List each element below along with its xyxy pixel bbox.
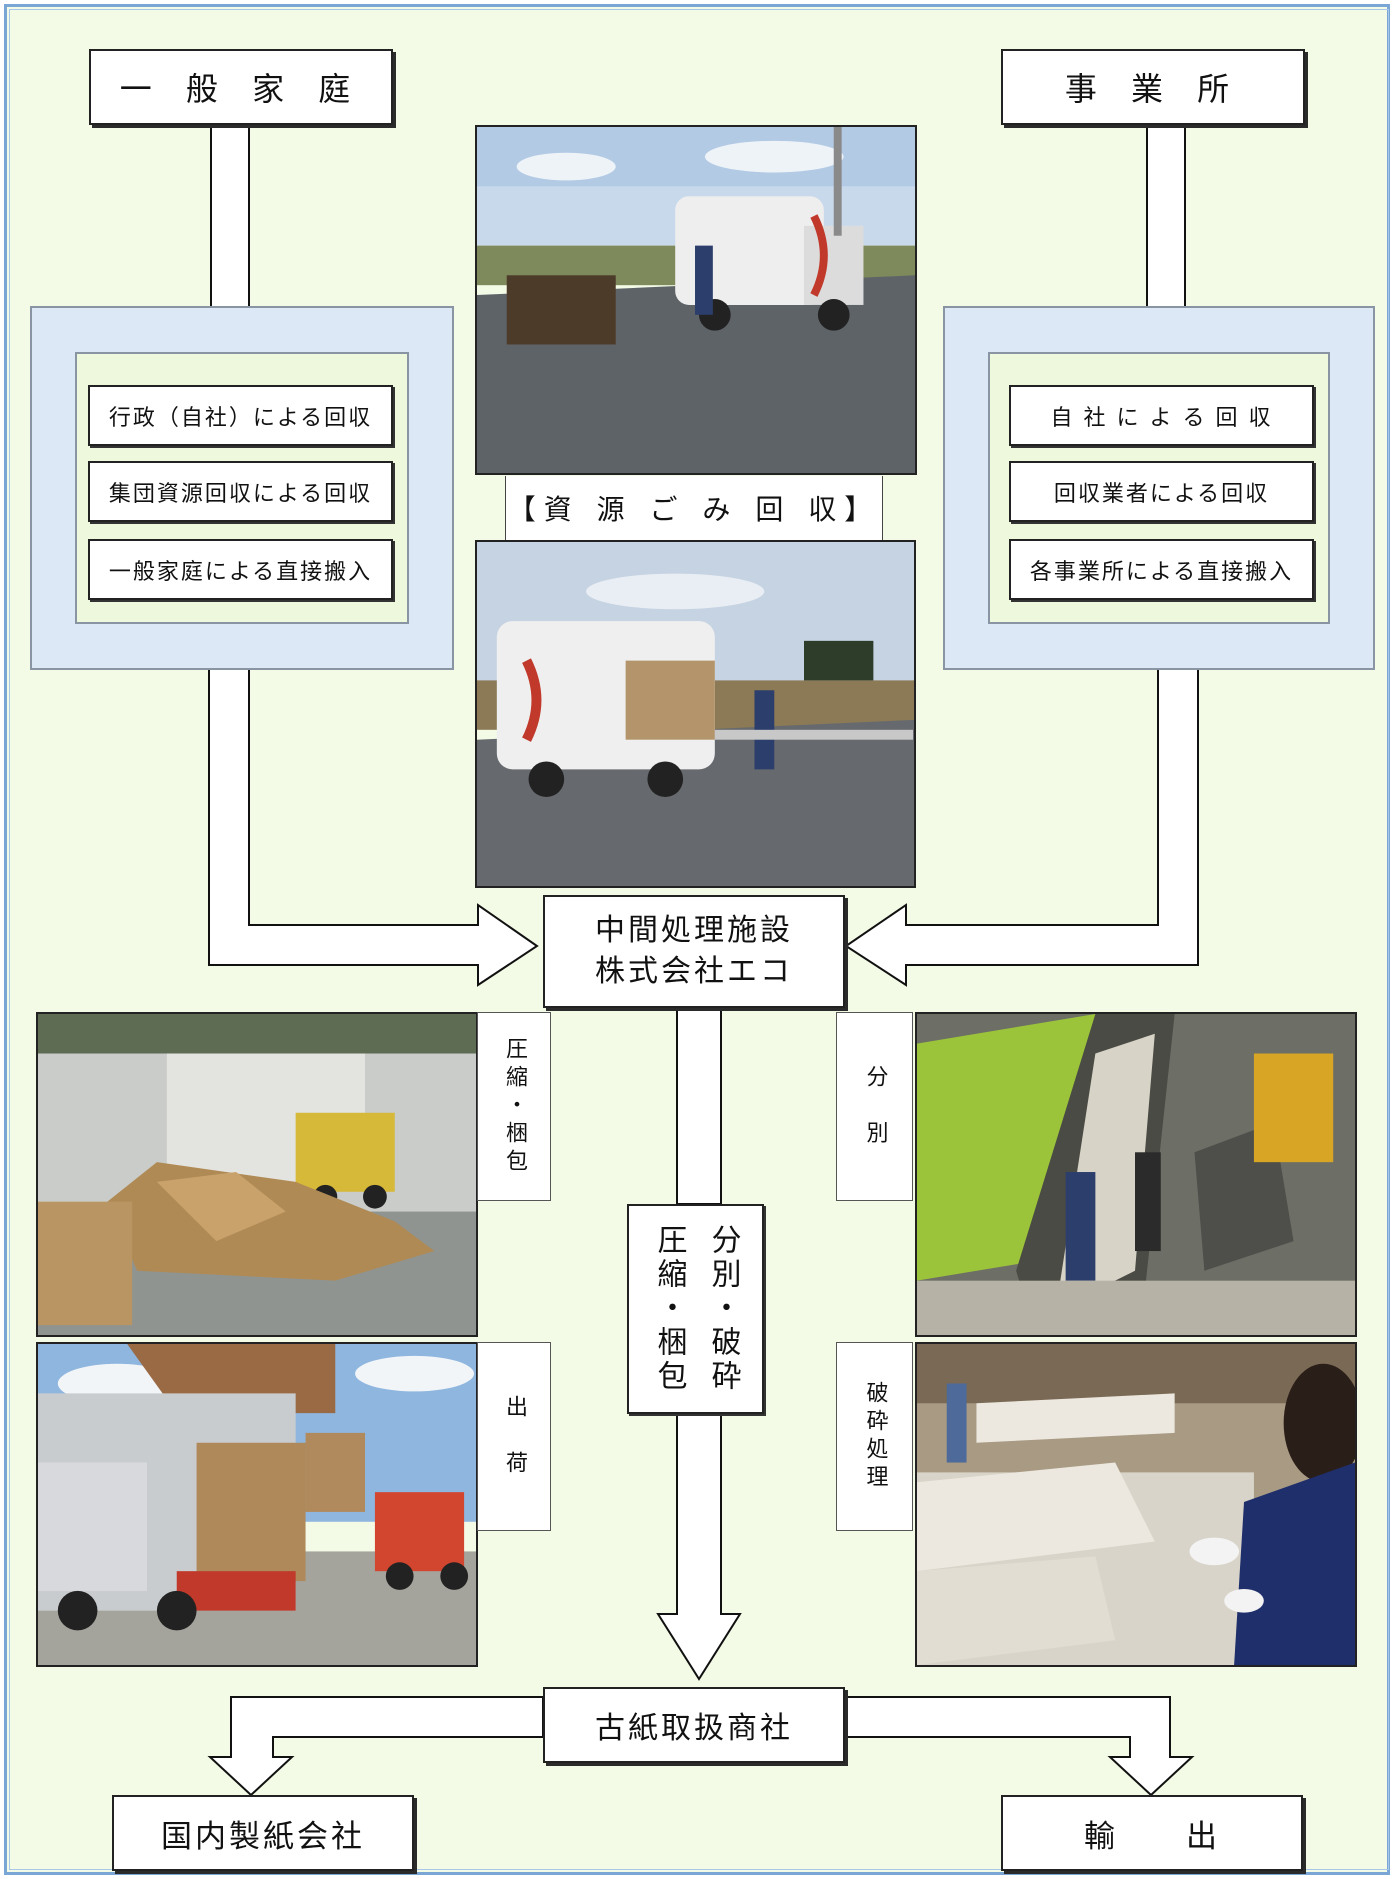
domestic-box: 国内製紙会社 bbox=[112, 1795, 414, 1871]
household-label: 一 般 家 庭 bbox=[119, 70, 363, 108]
business-method-2: 回収業者による回収 bbox=[1009, 461, 1314, 522]
shredding-label: 破砕処理 bbox=[836, 1342, 913, 1531]
collection-caption: 【資 源 ご み 回 収】 bbox=[505, 476, 883, 540]
business-box: 事 業 所 bbox=[1001, 49, 1305, 125]
facility-line1: 中間処理施設 bbox=[595, 913, 793, 948]
sorting-conveyor-photo bbox=[915, 1012, 1357, 1337]
household-method-3: 一般家庭による直接搬入 bbox=[88, 539, 393, 600]
facility-box: 中間処理施設 株式会社エコ bbox=[543, 895, 845, 1008]
center-down-arrow bbox=[656, 1413, 742, 1681]
business-method-3: 各事業所による直接搬入 bbox=[1009, 539, 1314, 600]
household-method-1: 行政（自社）による回収 bbox=[88, 385, 393, 446]
left-flow-arrow bbox=[208, 666, 539, 987]
domestic-arrow bbox=[207, 1696, 544, 1797]
household-box: 一 般 家 庭 bbox=[89, 49, 393, 125]
export-arrow bbox=[844, 1696, 1195, 1797]
household-method-2: 集団資源回収による回収 bbox=[88, 461, 393, 522]
sorting-label: 分 別 bbox=[836, 1012, 913, 1201]
export-box: 輸 出 bbox=[1001, 1795, 1303, 1871]
business-method-1: 自 社 に よ る 回 収 bbox=[1009, 385, 1314, 446]
trading-company-box: 古紙取扱商社 bbox=[543, 1687, 845, 1763]
compress-bale-label: 圧縮・梱包 bbox=[477, 1012, 551, 1201]
household-connector bbox=[210, 123, 250, 308]
facility-line2: 株式会社エコ bbox=[595, 953, 793, 989]
center-process-box: 分別・破砕 圧縮・梱包 bbox=[627, 1204, 764, 1414]
business-label: 事 業 所 bbox=[1064, 70, 1242, 108]
facility-down-connector bbox=[676, 1007, 722, 1205]
truck-collection-photo-bottom bbox=[475, 540, 916, 888]
export-label: 輸 出 bbox=[1084, 1818, 1220, 1855]
business-connector bbox=[1146, 123, 1186, 308]
trading-company-label: 古紙取扱商社 bbox=[595, 1711, 793, 1746]
domestic-label: 国内製紙会社 bbox=[161, 1818, 365, 1855]
shredding-work-photo bbox=[915, 1342, 1357, 1667]
shipping-label: 出 荷 bbox=[477, 1342, 551, 1531]
right-flow-arrow bbox=[844, 666, 1199, 987]
center-process-compress-bale: 圧縮・梱包 bbox=[651, 1224, 687, 1394]
truck-collection-photo-top bbox=[475, 125, 917, 475]
shipping-truck-photo bbox=[36, 1342, 478, 1667]
cardboard-pile-photo bbox=[36, 1012, 478, 1337]
center-process-sorting-shredding: 分別・破砕 bbox=[705, 1224, 741, 1394]
collection-caption-text: 【資 源 ご み 回 収】 bbox=[507, 493, 881, 526]
